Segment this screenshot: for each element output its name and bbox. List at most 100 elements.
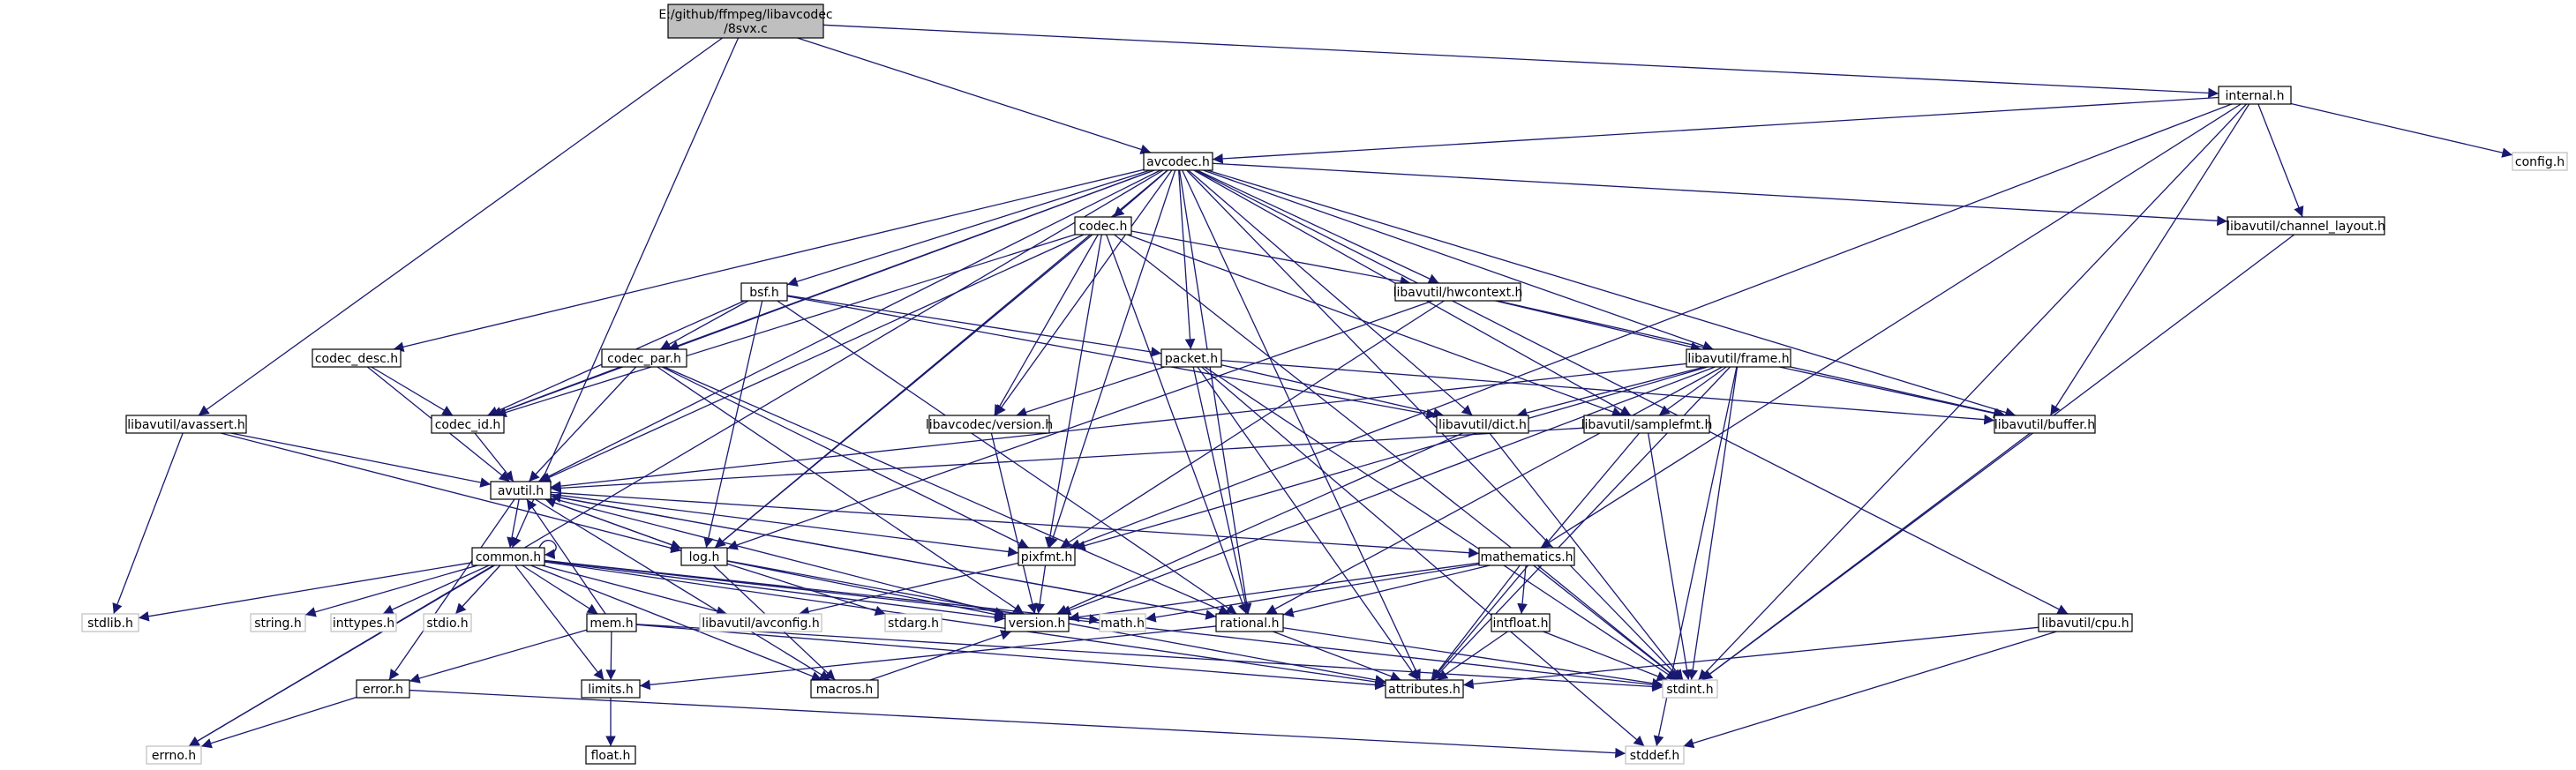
edge-internal_h-to-buffer_h xyxy=(2049,103,2250,416)
node-macros_h[interactable]: macros.h xyxy=(810,679,879,699)
node-hwcontext[interactable]: libavutil/hwcontext.h xyxy=(1393,282,1523,302)
node-lavc_version[interactable]: libavcodec/version.h xyxy=(926,415,1053,434)
node-label-stdlib_h: stdlib.h xyxy=(87,617,133,631)
edge-avassert-to-avutil_h xyxy=(230,432,492,488)
node-error_h[interactable]: error.h xyxy=(356,679,410,699)
node-samplefmt[interactable]: libavutil/samplefmt.h xyxy=(1581,415,1713,434)
node-box-macros_h xyxy=(810,679,879,699)
node-float_h[interactable]: float.h xyxy=(585,745,636,765)
node-bsf_h[interactable]: bsf.h xyxy=(740,282,788,302)
node-box-stdlib_h xyxy=(81,613,139,632)
node-limits_h[interactable]: limits.h xyxy=(581,679,641,699)
edge-avassert-to-stdlib_h xyxy=(112,432,184,615)
edge-mathematics-to-rational_h xyxy=(1282,564,1491,617)
edge-mathematics-to-math_h xyxy=(1145,564,1480,623)
edge-common_h-to-macros_h xyxy=(530,564,822,682)
node-label-hwcontext: libavutil/hwcontext.h xyxy=(1393,286,1523,300)
node-box-stdarg_h xyxy=(884,613,943,632)
node-avassert[interactable]: libavutil/avassert.h xyxy=(125,415,247,434)
node-box-version_h xyxy=(1004,613,1070,632)
node-label-stdio_h: stdio.h xyxy=(426,617,468,631)
edge-common_h-to-mem_h xyxy=(522,564,598,615)
node-root[interactable]: E:/github/ffmpeg/libavcodec/8svx.c xyxy=(658,4,833,39)
edge-error_h-to-stddef_h xyxy=(409,689,1626,759)
node-label-errno_h: errno.h xyxy=(152,749,196,763)
node-attributes[interactable]: attributes.h xyxy=(1385,679,1464,699)
node-box-bsf_h xyxy=(740,282,788,302)
node-ch_layout[interactable]: libavutil/channel_layout.h xyxy=(2227,216,2385,235)
node-label-frame_h: libavutil/frame.h xyxy=(1687,352,1789,366)
edge-packet_h-to-lavc_version xyxy=(1016,366,1165,417)
node-box-error_h xyxy=(356,679,410,699)
edge-hwcontext-to-log_h xyxy=(726,300,1433,550)
edge-mem_h-to-limits_h xyxy=(605,631,617,681)
edge-bsf_h-to-packet_h xyxy=(786,295,1162,357)
edge-codec_desc-to-codec_id xyxy=(371,366,454,416)
edge-intfloat-to-stdint_h xyxy=(1543,631,1668,682)
edge-mathematics-to-stdint_h xyxy=(1536,564,1680,681)
edge-avcodec_h-to-rational_h xyxy=(1178,169,1252,615)
edge-avutil_h-to-macros_h xyxy=(534,498,831,681)
edge-cpu_h-to-attributes xyxy=(1462,626,2039,690)
edge-codec_h-to-rational_h xyxy=(1106,234,1248,615)
node-label-log_h: log.h xyxy=(689,550,720,564)
node-codec_par[interactable]: codec_par.h xyxy=(601,348,687,368)
node-label-buffer_h: libavutil/buffer.h xyxy=(1994,418,2095,432)
node-intfloat[interactable]: intfloat.h xyxy=(1491,613,1551,632)
node-dict_h[interactable]: libavutil/dict.h xyxy=(1436,415,1529,434)
node-pixfmt_h[interactable]: pixfmt.h xyxy=(1018,547,1076,566)
edge-avcodec_h-to-ch_layout xyxy=(1212,162,2228,227)
node-box-errno_h xyxy=(146,745,202,765)
node-mathematics[interactable]: mathematics.h xyxy=(1478,547,1575,566)
node-frame_h[interactable]: libavutil/frame.h xyxy=(1686,348,1791,368)
edge-bsf_h-to-rational_h xyxy=(777,300,1237,615)
node-string_h: string.h xyxy=(250,613,306,632)
edge-codec_par-to-avutil_h xyxy=(528,366,637,482)
edge-frame_h-to-rational_h xyxy=(1265,366,1723,615)
node-cpu_h[interactable]: libavutil/cpu.h xyxy=(2038,613,2133,632)
node-codec_h[interactable]: codec.h xyxy=(1074,216,1132,235)
node-common_h[interactable]: common.h xyxy=(471,547,545,566)
edge-codec_par-to-rational_h xyxy=(664,366,1230,615)
edge-bsf_h-to-log_h xyxy=(703,300,763,549)
node-label-packet_h: packet.h xyxy=(1165,352,1218,366)
node-math_h: math.h xyxy=(1099,613,1146,632)
node-label-stdint_h: stdint.h xyxy=(1666,683,1713,697)
node-packet_h[interactable]: packet.h xyxy=(1160,348,1222,368)
edge-frame_h-to-dict_h xyxy=(1516,366,1705,418)
node-label-root: E:/github/ffmpeg/libavcodec xyxy=(658,8,832,22)
edge-avcodec_h-to-codec_desc xyxy=(393,168,1145,352)
node-box-codec_par xyxy=(601,348,687,368)
node-avutil_h[interactable]: avutil.h xyxy=(490,481,552,500)
edge-macros_h-to-version_h xyxy=(869,630,1012,681)
edge-mathematics-to-intfloat xyxy=(1517,564,1528,615)
edge-avcodec_h-to-pixfmt_h xyxy=(1048,169,1176,549)
edge-codec_h-to-codec_id xyxy=(495,234,1076,418)
node-box-codec_desc xyxy=(312,348,402,368)
node-internal_h[interactable]: internal.h xyxy=(2218,86,2292,105)
edge-common_h-to-version_h xyxy=(544,560,1006,623)
node-version_h[interactable]: version.h xyxy=(1004,613,1070,632)
edge-packet_h-to-attributes xyxy=(1197,366,1419,681)
node-label-stdarg_h: stdarg.h xyxy=(888,617,939,631)
edge-common_h-to-avconfig xyxy=(541,564,728,617)
edge-avutil_h-to-pixfmt_h xyxy=(550,493,1019,557)
edge-frame_h-to-pixfmt_h xyxy=(1074,366,1709,551)
node-avcodec_h[interactable]: avcodec.h xyxy=(1143,152,1213,171)
edge-packet_h-to-stddef_h xyxy=(1201,366,1645,747)
node-buffer_h[interactable]: libavutil/buffer.h xyxy=(1994,415,2096,434)
node-box-packet_h xyxy=(1160,348,1222,368)
node-label-avassert: libavutil/avassert.h xyxy=(127,418,245,432)
edge-codec_par-to-version_h xyxy=(657,366,1025,615)
node-box-config_h xyxy=(2512,152,2568,171)
edge-internal_h-to-pixfmt_h xyxy=(1069,103,2233,549)
node-mem_h[interactable]: mem.h xyxy=(586,613,637,632)
node-codec_desc[interactable]: codec_desc.h xyxy=(312,348,402,368)
node-label-float_h: float.h xyxy=(591,749,631,763)
node-log_h[interactable]: log.h xyxy=(680,547,728,566)
node-config_h: config.h xyxy=(2512,152,2568,171)
node-codec_id[interactable]: codec_id.h xyxy=(431,415,505,434)
edge-rational_h-to-avutil_h xyxy=(550,492,1217,617)
node-box-avassert xyxy=(125,415,247,434)
node-rational_h[interactable]: rational.h xyxy=(1215,613,1284,632)
